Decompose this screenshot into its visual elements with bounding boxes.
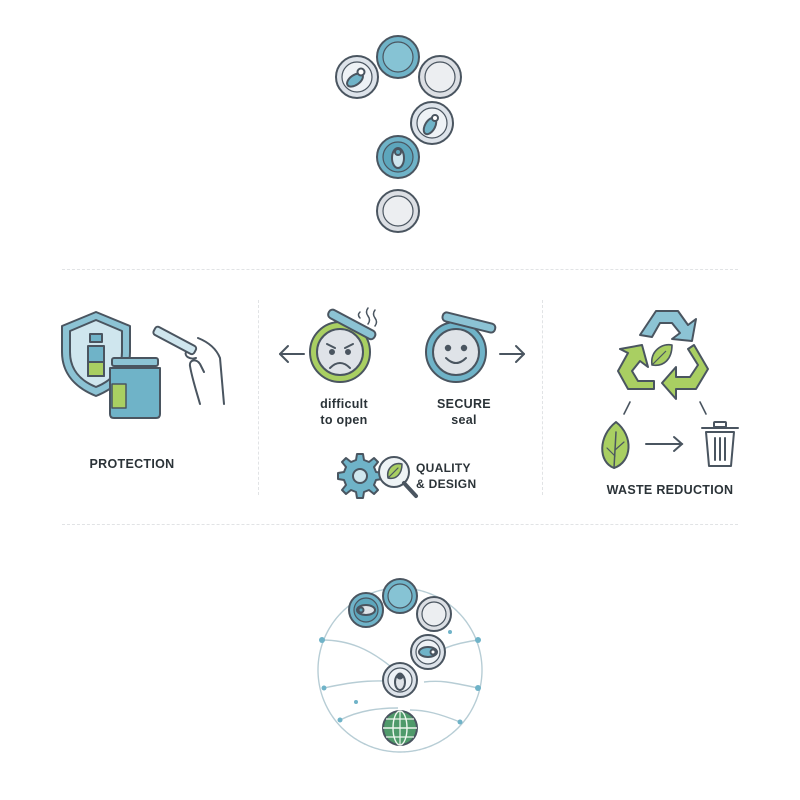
left-vertical-divider <box>258 300 259 495</box>
quality-design-label: QUALITY & DESIGN <box>416 461 477 491</box>
opening-comparison-diagram <box>279 307 525 383</box>
trash-bin-icon <box>701 421 739 467</box>
secure-seal-label: SECURE seal <box>437 397 491 427</box>
arrow-left-icon <box>279 345 305 363</box>
top-divider <box>62 269 738 270</box>
angry-lid-icon <box>309 307 378 383</box>
arrow-right-icon <box>645 436 684 452</box>
waste-flow-lines <box>623 401 707 415</box>
arrow-right-icon <box>499 345 525 363</box>
gear-magnifier-leaf-icon <box>337 453 418 499</box>
waste-reduction-label: WASTE REDUCTION <box>606 483 734 497</box>
question-mark-of-can-lids-icon <box>335 35 462 233</box>
protection-label: PROTECTION <box>89 457 175 471</box>
shield-jar-hand-icon <box>61 311 225 419</box>
recycle-arrows-icon <box>617 310 709 400</box>
leaf-icon <box>601 421 630 469</box>
right-vertical-divider <box>542 300 543 495</box>
lids-globe-network-icon <box>317 578 483 753</box>
difficult-to-open-label: difficult to open <box>320 397 368 427</box>
bottom-divider <box>62 524 738 525</box>
smiling-lid-icon <box>425 311 497 383</box>
